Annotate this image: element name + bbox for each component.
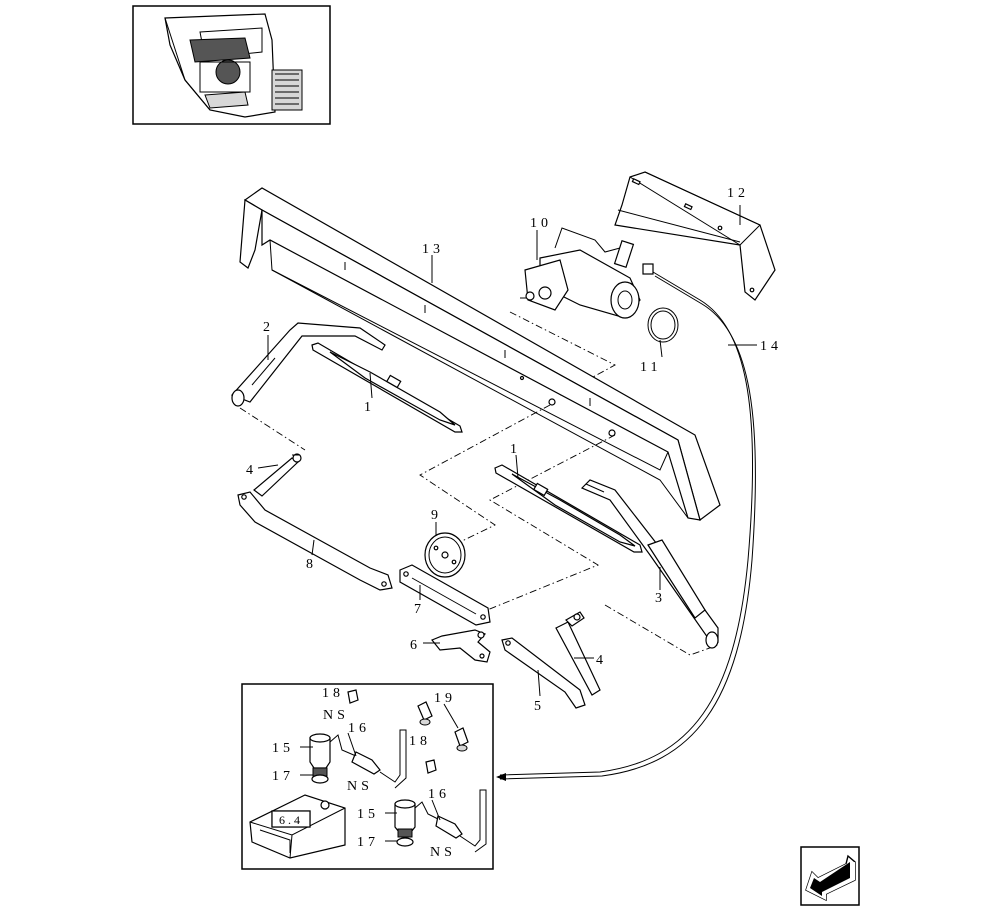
callout-18-mid: 18 [409,734,431,749]
crank-left [253,453,302,497]
callout-19: 19 [434,691,456,706]
callout-14: 14 [760,339,782,354]
washer-inset [241,683,494,870]
washer-hose [496,263,756,781]
callout-17-bottom: 17 [357,835,379,850]
wiper-arm-left [230,322,386,407]
callout-9: 9 [431,508,442,523]
callout-15-bottom: 15 [357,807,379,822]
callout-16-bottom: 16 [428,787,450,802]
callout-6: 6 [410,638,421,653]
callout-4-left: 4 [246,463,257,478]
callout-13: 13 [422,242,444,257]
callout-1-left: 1 [364,400,375,415]
arrow-back-icon[interactable] [800,846,860,906]
motor-cover [614,171,776,301]
callout-8: 8 [306,557,317,572]
callout-ns-3: NS [430,845,456,860]
leader-lines [257,205,757,842]
small-crank [431,629,491,663]
wiper-motor [520,227,641,319]
callout-ns-1: NS [323,708,349,723]
callout-ns-2: NS [347,779,373,794]
callout-7: 7 [414,602,425,617]
callout-16-top: 16 [348,721,370,736]
right-linkage [501,611,601,709]
wiper-blade-right [494,464,643,553]
callout-11: 11 [640,360,661,375]
callout-18-top: 18 [322,686,344,701]
callout-17-top: 17 [272,769,294,784]
crank-disc [424,532,466,578]
cab-thumbnail [132,5,331,125]
reference-box [271,810,311,828]
callout-labels: 13 10 12 14 11 2 1 1 4 8 9 7 3 6 4 5 18 … [246,186,782,860]
callout-2: 2 [263,320,274,335]
wiper-blade-left [311,342,463,433]
callout-5: 5 [534,699,545,714]
callout-4-right: 4 [596,653,607,668]
wiper-arm-right [580,479,719,649]
callout-12: 12 [727,186,749,201]
callout-15-top: 15 [272,741,294,756]
reference-label: 6.4 [279,813,303,827]
link-rod [237,491,393,591]
connecting-plate [399,564,491,626]
callout-1-right: 1 [510,442,521,457]
callout-3: 3 [655,591,666,606]
spring-clip [647,307,679,343]
cross-member [239,187,721,522]
callout-10: 10 [530,216,552,231]
